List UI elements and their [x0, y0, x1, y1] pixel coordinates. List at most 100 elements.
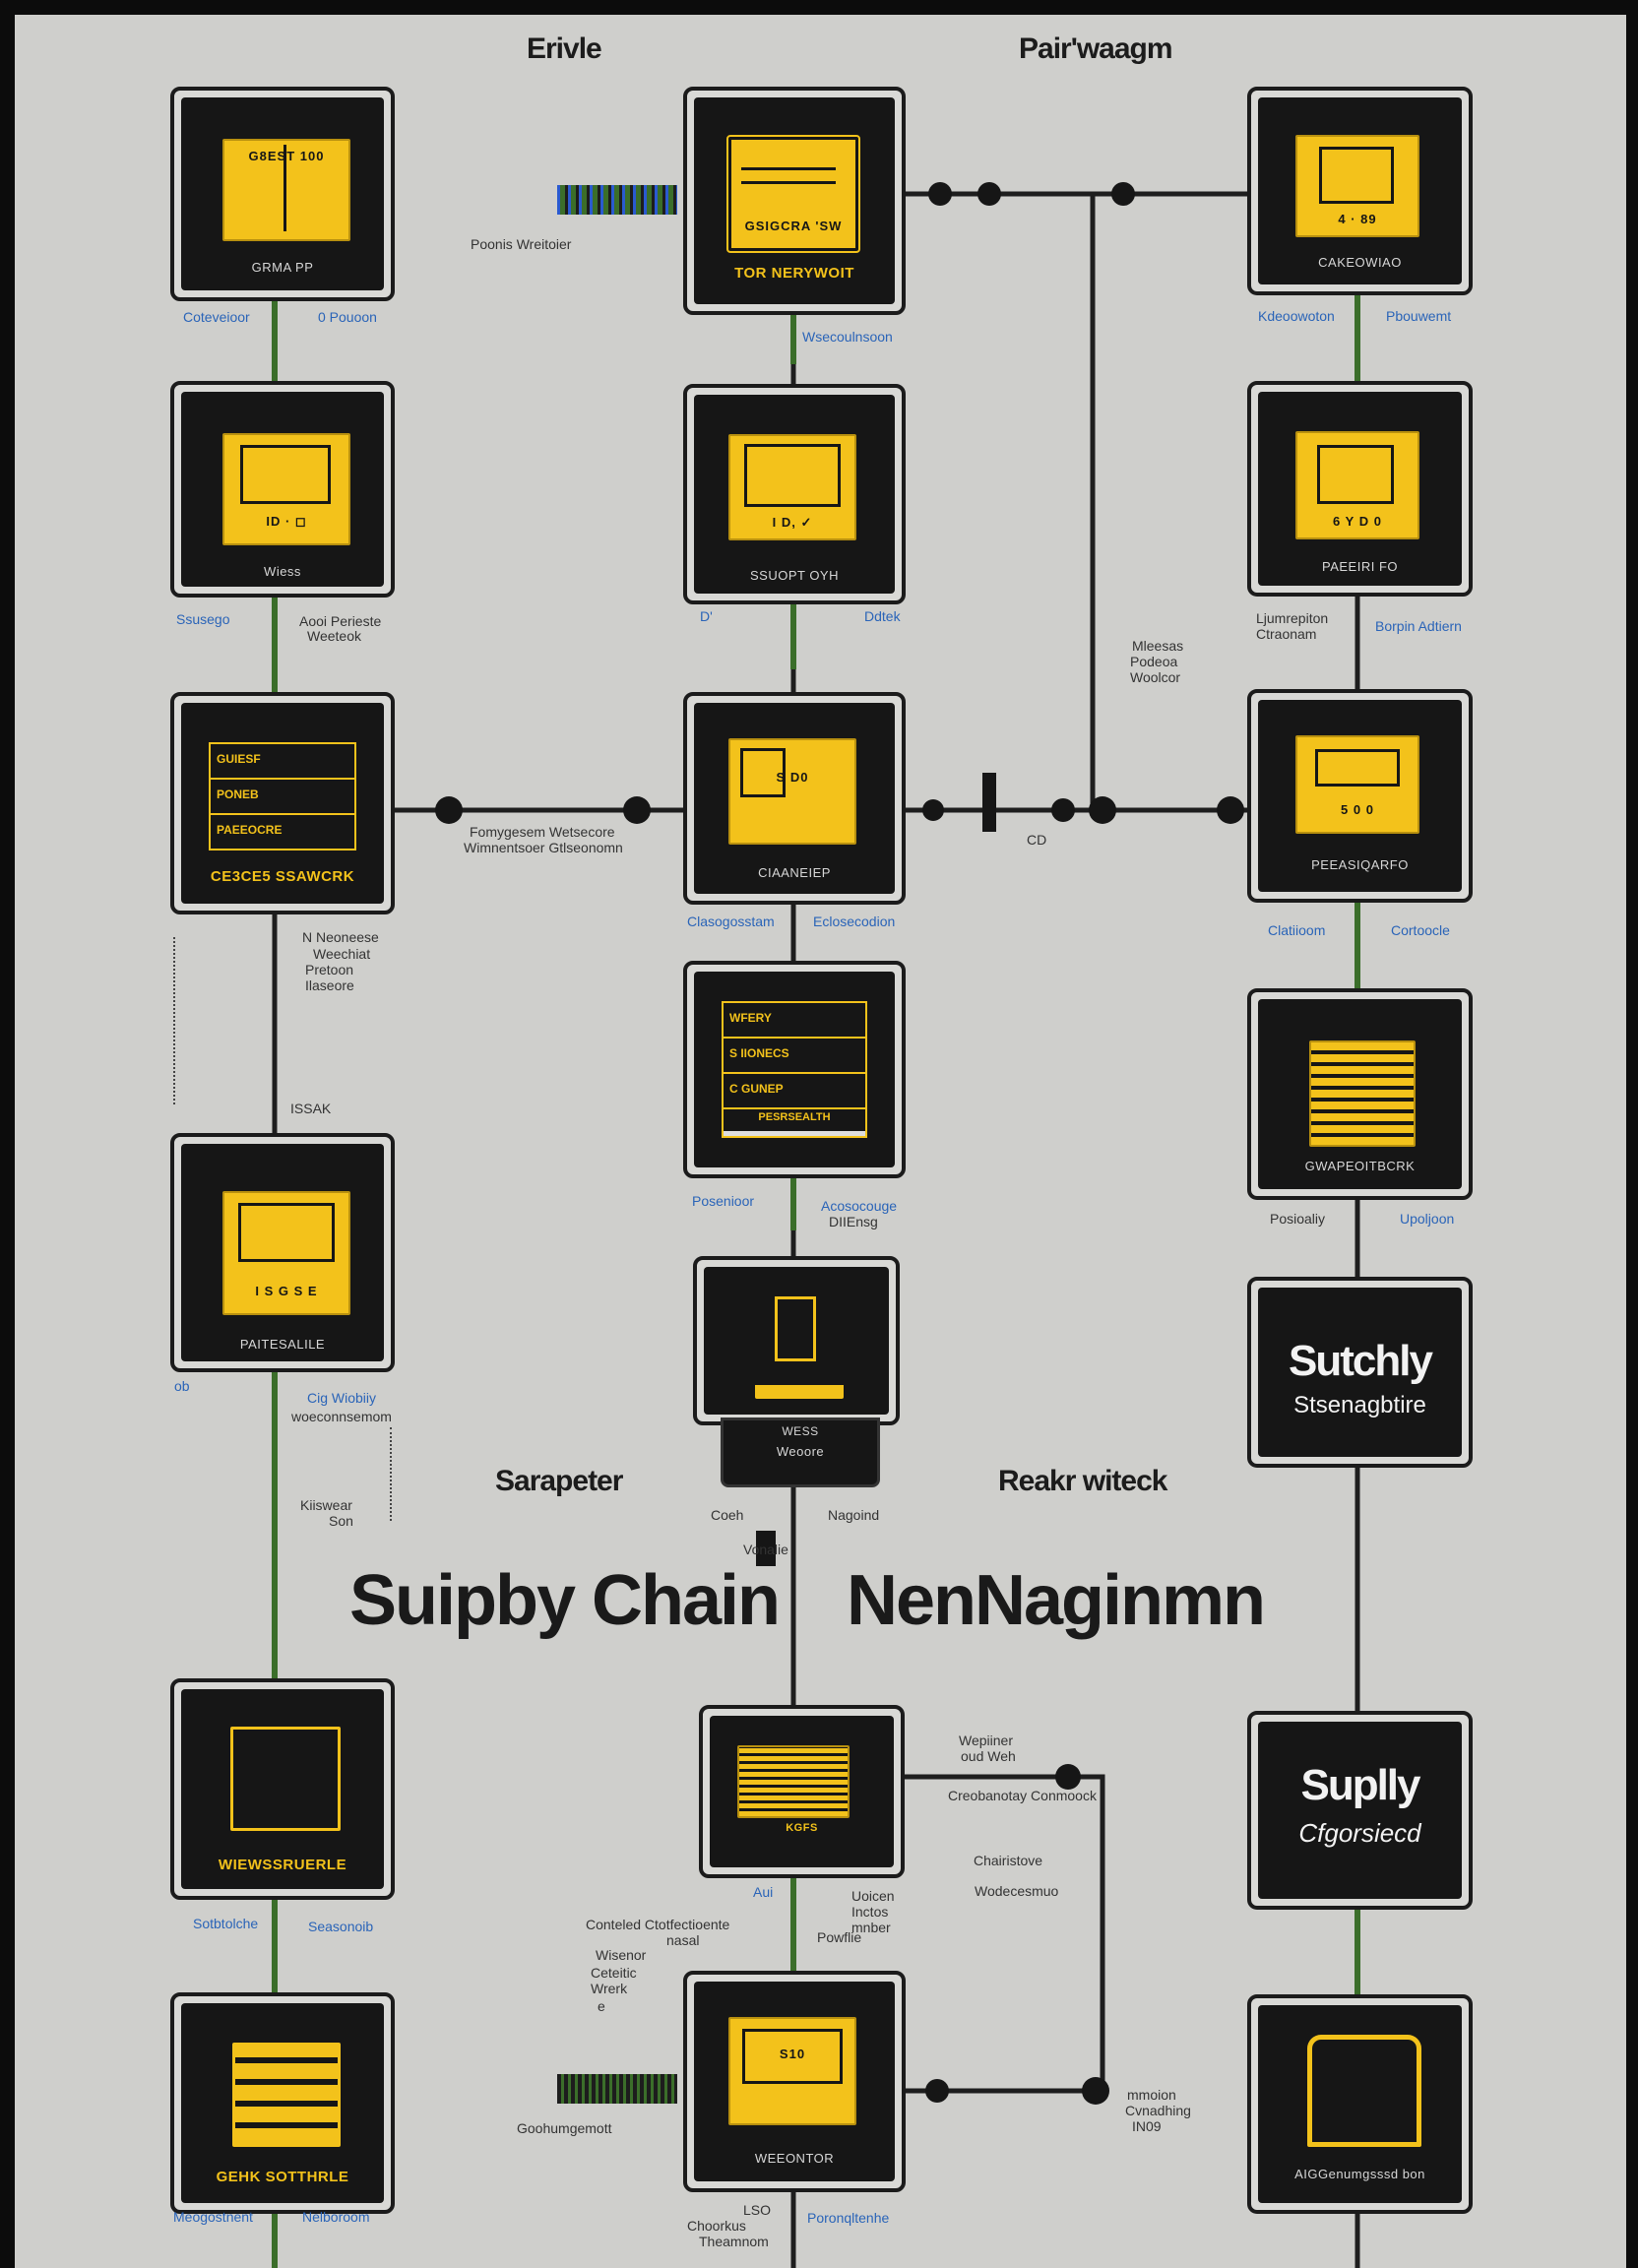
label: Ljumrepiton: [1256, 610, 1329, 626]
label: Inctos: [851, 1904, 889, 1920]
label: Ceteitic: [591, 1965, 637, 1981]
node-c6[interactable]: KGFS: [699, 1705, 905, 1878]
junction-dot: [922, 799, 944, 821]
delivery-truck-icon: [737, 1745, 850, 1818]
node-caption: SSUOPT OYH: [749, 568, 839, 583]
node-c7[interactable]: S10 WEEONTOR: [683, 1971, 906, 2192]
label: Sotbtolche: [193, 1916, 259, 1931]
node-caption: TOR NERYWOIT: [734, 265, 854, 282]
label: Choorkus: [687, 2218, 746, 2234]
label: Ddtek: [864, 608, 901, 624]
main-title-part2: NenNaginmn: [847, 1561, 1266, 1640]
screen-icon: I D, ✓: [728, 434, 856, 540]
node-r1[interactable]: 4 · 89 CAKEOWIAO: [1247, 87, 1473, 295]
scanner-icon: S D0: [728, 738, 856, 845]
list-row: WFERY: [724, 1003, 865, 1039]
device-icon: 4 · 89: [1295, 135, 1419, 237]
label: Wisenor: [596, 1947, 647, 1963]
label: Weeteok: [307, 628, 361, 644]
control-panel-icon: GSIGCRA 'SW: [726, 135, 860, 253]
node-r7[interactable]: AIGGenumgsssd bon: [1247, 1994, 1473, 2214]
junction-dot: [1082, 2077, 1109, 2105]
node-l1[interactable]: G8EST 100 GRMA PP: [170, 87, 395, 301]
label: Wimnentsoer Gtlseonomn: [464, 840, 623, 855]
node-l6[interactable]: GEHK SOTTHRLE: [170, 1992, 395, 2214]
dotted-bracket: [390, 1427, 392, 1521]
label: Kiiswear: [300, 1497, 352, 1513]
node-r4[interactable]: GWAPEOITBCRK: [1247, 988, 1473, 1200]
junction-dot: [928, 182, 952, 206]
node-caption: GWAPEOITBCRK: [1304, 1159, 1416, 1173]
label: Goohumgemott: [517, 2120, 612, 2136]
node-c2[interactable]: I D, ✓ SSUOPT OYH: [683, 384, 906, 604]
label: D': [700, 608, 713, 624]
label: Chairistove: [974, 1853, 1043, 1868]
label: ISSAK: [290, 1101, 332, 1116]
list-row: PONEB: [211, 780, 354, 815]
node-c3[interactable]: S D0 CIAANEIEP: [683, 692, 906, 905]
dotted-bracket: [173, 937, 175, 1104]
label: Ssusego: [176, 611, 230, 627]
node-r3[interactable]: 5 0 0 PEEASIQARFO: [1247, 689, 1473, 903]
label: Nelboroom: [302, 2209, 370, 2225]
list-row: C GUNEP: [724, 1074, 865, 1109]
label: Fomygesem Wetsecore: [470, 824, 615, 840]
shelving-icon: [230, 1727, 341, 1831]
node-caption: CIAANEIEP: [758, 865, 831, 880]
label: Cortoocle: [1391, 922, 1450, 938]
junction-dot: [435, 796, 463, 824]
node-l3[interactable]: GUIESF PONEB PAEEOCRE CE3CE5 SSAWCRK: [170, 692, 395, 914]
node-caption: AIGGenumgsssd bon: [1294, 2167, 1425, 2181]
label: Kdeoowoton: [1258, 308, 1335, 324]
label: Clatiioom: [1268, 922, 1326, 938]
package-icon: [1307, 2035, 1421, 2147]
node-title: Suplly: [1300, 1761, 1420, 1809]
junction-dot: [1051, 798, 1075, 822]
label: Wrerk: [591, 1981, 628, 1996]
node-c1[interactable]: GSIGCRA 'SW TOR NERYWOIT: [683, 87, 906, 315]
connector-plug: [982, 773, 996, 832]
label: Pbouwemt: [1386, 308, 1452, 324]
list-row: PESRSEALTH: [724, 1109, 865, 1136]
junction-dot: [977, 182, 1001, 206]
label: nasal: [666, 1932, 700, 1948]
label: Podeoa: [1130, 654, 1178, 669]
node-caption: GRMA PP: [251, 260, 314, 275]
node-l4[interactable]: I S G S E PAITESALILE: [170, 1133, 395, 1372]
label: Poonis Wreitoier: [471, 236, 572, 252]
heading-top-left: Erivle: [527, 32, 602, 65]
label: IN09: [1132, 2118, 1162, 2134]
label: CD: [1027, 832, 1047, 848]
label: Woolcor: [1130, 669, 1181, 685]
label: Upoljoon: [1400, 1211, 1455, 1227]
junction-dot: [623, 796, 651, 824]
node-r6[interactable]: Suplly Cfgorsiecd: [1247, 1711, 1473, 1910]
node-l2[interactable]: ID · ◻ Wiess: [170, 381, 395, 598]
label: Conteled Ctotfectioente: [586, 1917, 730, 1932]
label: Nagoind: [828, 1507, 880, 1523]
node-c4[interactable]: WFERY S IIONECS C GUNEP PESRSEALTH: [683, 961, 906, 1178]
label: Wodecesmuo: [975, 1883, 1059, 1899]
label: Wepiiner: [959, 1732, 1013, 1748]
node-l5[interactable]: WIEWSSRUERLE: [170, 1678, 395, 1900]
label: Aooi Perieste: [299, 613, 382, 629]
node-caption: KGFS: [786, 1822, 818, 1834]
device-icon: 6 Y D 0: [1295, 431, 1419, 539]
label: Vonalie: [743, 1542, 788, 1557]
node-caption: PAEEIRI FO: [1322, 559, 1398, 574]
node-subtitle: Cfgorsiecd: [1298, 1818, 1421, 1848]
label: Wsecoulnsoon: [802, 329, 893, 345]
dashboard-icon: I S G S E: [222, 1191, 350, 1315]
label: Seasonoib: [308, 1919, 374, 1934]
list-row: S IIONECS: [724, 1039, 865, 1074]
node-r5[interactable]: Sutchly Stsenagbtire: [1247, 1277, 1473, 1468]
cable-bundle: [557, 2074, 677, 2104]
label: e: [598, 1998, 605, 2014]
label: Weechiat: [313, 946, 371, 962]
label: Posenioor: [692, 1193, 755, 1209]
label: Cig Wiobiiy: [307, 1390, 377, 1406]
label: N Neoneese: [302, 929, 379, 945]
node-r2[interactable]: 6 Y D 0 PAEEIRI FO: [1247, 381, 1473, 597]
node-c5[interactable]: [693, 1256, 900, 1425]
storage-rack-icon: [232, 2043, 341, 2147]
